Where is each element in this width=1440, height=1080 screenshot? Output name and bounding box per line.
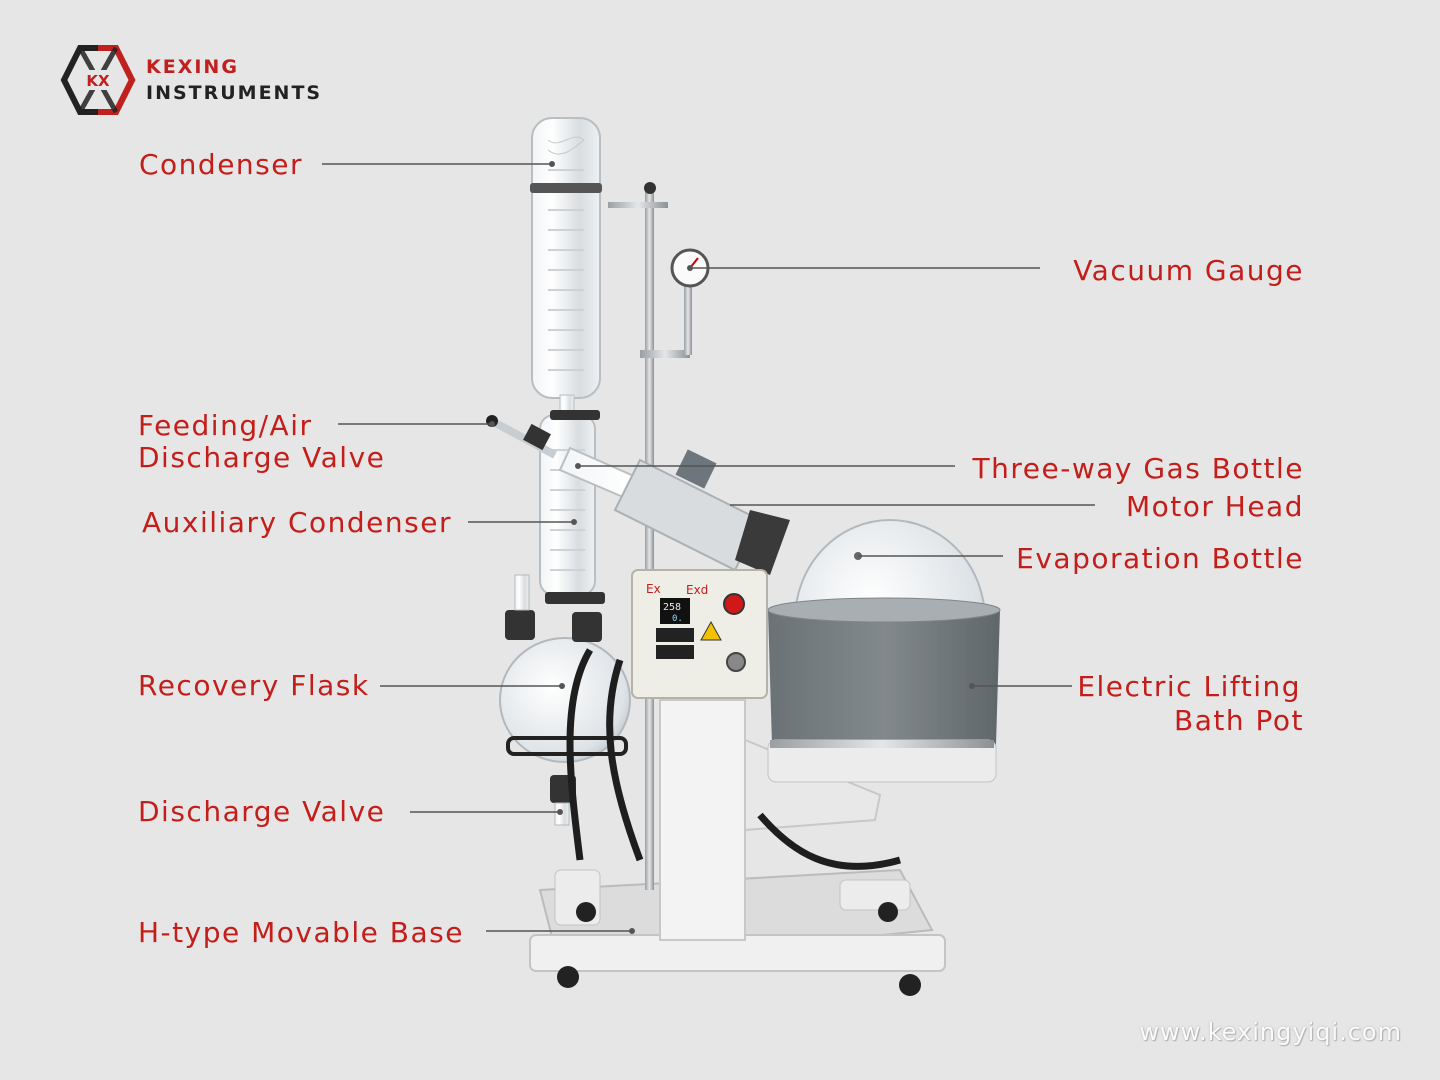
caster-wheel-icon — [576, 902, 596, 922]
brand-name-bottom: INSTRUMENTS — [146, 82, 323, 104]
caster-wheel-icon — [557, 966, 579, 988]
logo-mark-text: KX — [86, 72, 110, 90]
emergency-stop-icon — [723, 593, 745, 615]
display-top-value: 258 — [663, 602, 681, 613]
brand-logo: KX KEXING INSTRUMENTS — [58, 44, 358, 116]
hose — [566, 648, 594, 861]
label-three-way-gas-bottle: Three-way Gas Bottle — [972, 452, 1304, 485]
support-rod — [645, 190, 654, 890]
warning-triangle-icon — [700, 620, 722, 641]
label-base: H-type Movable Base — [138, 916, 464, 949]
label-vacuum-gauge: Vacuum Gauge — [1073, 254, 1304, 287]
label-auxiliary-condenser: Auxiliary Condenser — [142, 506, 452, 539]
label-bath-pot-line2: Bath Pot — [1174, 704, 1304, 737]
label-discharge-valve: Discharge Valve — [138, 795, 386, 828]
kx-logo-icon: KX — [60, 45, 136, 115]
display-bottom-value: 0. — [672, 614, 683, 624]
auxiliary-condenser-glass — [539, 410, 605, 604]
label-feeding-valve-line2: Discharge Valve — [138, 441, 386, 474]
label-feeding-valve-line1: Feeding/Air — [138, 409, 313, 442]
label-condenser: Condenser — [139, 148, 303, 181]
ex-mark: Ex — [646, 582, 661, 596]
condenser-glass — [530, 117, 602, 416]
control-box: Ex Exd 258 0. — [631, 569, 768, 699]
exd-mark: Exd — [686, 583, 708, 597]
caster-wheel-icon — [899, 974, 921, 996]
brand-name-top: KEXING — [146, 56, 239, 78]
label-bath-pot-line1: Electric Lifting — [1077, 670, 1301, 703]
motor-head-assembly — [558, 446, 790, 575]
label-motor-head: Motor Head — [1125, 490, 1304, 523]
caster-wheel-icon — [878, 902, 898, 922]
temperature-display — [660, 598, 690, 624]
leader-lines — [322, 163, 1095, 932]
label-evaporation-bottle: Evaporation Bottle — [1016, 542, 1304, 575]
bath-pot — [767, 597, 1001, 783]
website-watermark: www.kexingyiqi.com — [1139, 1018, 1402, 1046]
label-recovery-flask: Recovery Flask — [138, 669, 370, 702]
